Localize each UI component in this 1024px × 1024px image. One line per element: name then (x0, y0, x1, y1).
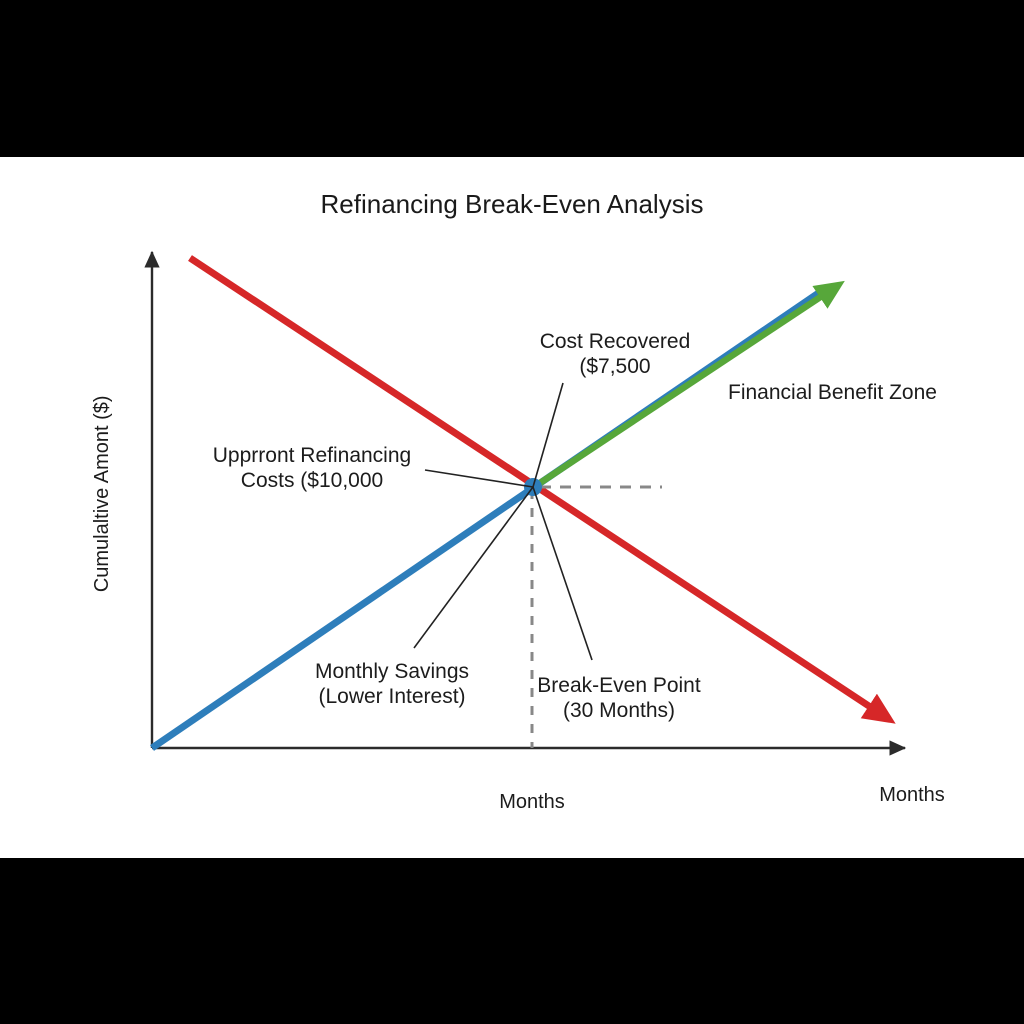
leader-line-upfront-costs (424, 469, 534, 488)
annotation-break-even-point: Break-Even Point (30 Months) (537, 674, 701, 722)
chart-title: Refinancing Break-Even Analysis (320, 189, 704, 219)
annotation-cost-recovered: Cost Recovered ($7,500 (539, 330, 691, 378)
leader-line-cost-recovered (532, 382, 564, 488)
annotation-upfront-refinancing-costs: Upprront Refinancing Costs ($10,000 (212, 444, 412, 492)
leader-line-break-even (532, 486, 593, 661)
chart-canvas (0, 157, 1024, 858)
annotation-financial-benefit-zone: Financial Benefit Zone (728, 381, 937, 404)
x-axis-label-secondary: Months (879, 784, 945, 806)
leader-line-monthly-savings (413, 486, 534, 649)
benefit-zone-line (532, 280, 845, 490)
x-axis-label: Months (499, 791, 565, 813)
annotation-monthly-savings: Monthly Savings (Lower Interest) (314, 660, 470, 708)
y-axis-label: Cumulaltive Amont ($) (91, 395, 114, 593)
